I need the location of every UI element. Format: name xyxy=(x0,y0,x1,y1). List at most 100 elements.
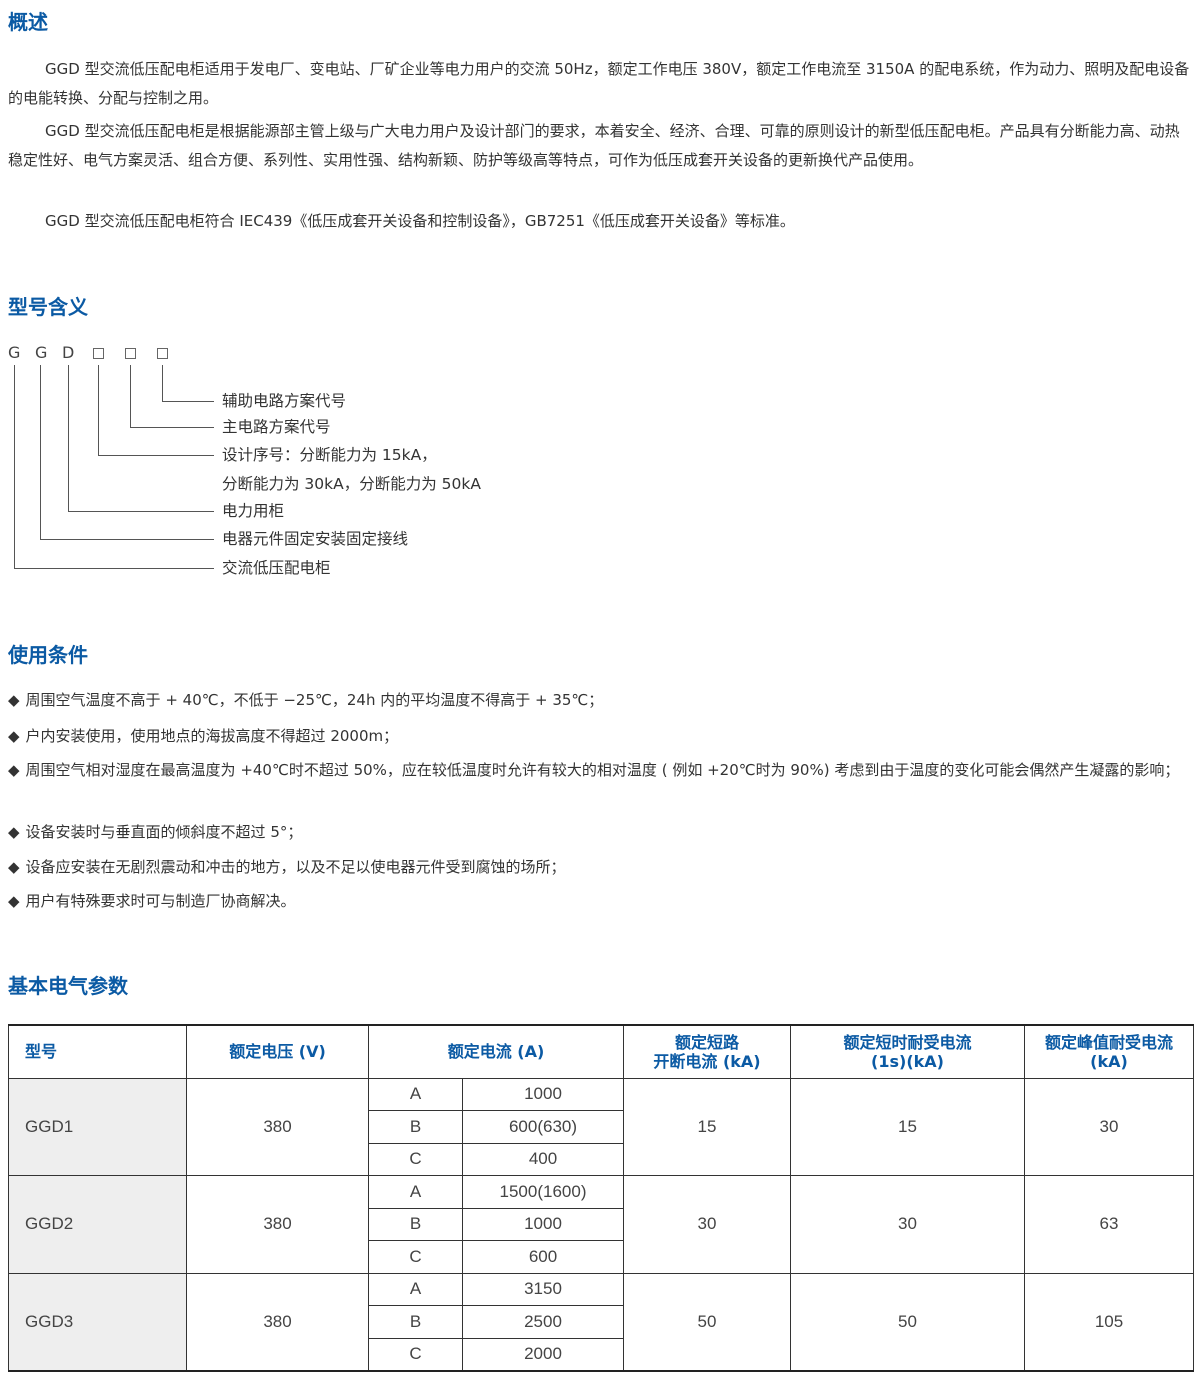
cell-current: 600(630) xyxy=(462,1110,624,1144)
connector-hline-design xyxy=(98,455,214,456)
cell-current: 1000 xyxy=(462,1207,624,1241)
overview-paragraph-2: GGD 型交流低压配电柜是根据能源部主管上级与广大电力用户及设计部门的要求，本着… xyxy=(8,122,1180,169)
cell-peak: 63 xyxy=(1024,1175,1194,1274)
cell-grade: A xyxy=(368,1077,463,1111)
header-rated-current: 额定电流 (A) xyxy=(368,1024,624,1079)
connector-vline-design xyxy=(98,365,99,455)
cell-current: 2000 xyxy=(462,1337,624,1372)
header-model: 型号 xyxy=(8,1024,187,1079)
bullet-diamond-icon: ◆ xyxy=(8,691,20,709)
condition-text: 设备应安装在无剧烈震动和冲击的地方，以及不足以使电器元件受到腐蚀的场所； xyxy=(25,858,566,876)
cell-grade: B xyxy=(368,1305,463,1339)
condition-item: ◆设备安装时与垂直面的倾斜度不超过 5°； xyxy=(8,818,1194,846)
table-row: C 600 xyxy=(9,1240,1194,1274)
cell-model: GGD2 xyxy=(8,1175,187,1274)
bullet-diamond-icon: ◆ xyxy=(8,761,20,779)
cell-current: 2500 xyxy=(462,1305,624,1339)
label-aux-circuit: 辅助电路方案代号 xyxy=(222,392,347,410)
model-meaning-heading: 型号含义 xyxy=(8,295,88,319)
bullet-diamond-icon: ◆ xyxy=(8,823,20,841)
cell-short-time: 30 xyxy=(790,1175,1025,1274)
bullet-diamond-icon: ◆ xyxy=(8,858,20,876)
condition-text: 用户有特殊要求时可与制造厂协商解决。 xyxy=(25,892,296,910)
bullet-diamond-icon: ◆ xyxy=(8,727,20,745)
condition-text: 户内安装使用，使用地点的海拔高度不得超过 2000m； xyxy=(25,727,399,745)
conditions-heading: 使用条件 xyxy=(8,643,88,667)
header-rated-voltage: 额定电压 (V) xyxy=(186,1024,369,1079)
condition-text: 周围空气相对湿度在最高温度为 +40℃时不超过 50%，应在较低温度时允许有较大… xyxy=(25,761,1180,779)
connector-vline-aux xyxy=(162,365,163,401)
cell-current: 1500(1600) xyxy=(462,1175,624,1209)
cell-peak: 105 xyxy=(1024,1272,1194,1372)
overview-heading: 概述 xyxy=(8,10,48,34)
overview-paragraph-1: GGD 型交流低压配电柜适用于发电厂、变电站、厂矿企业等电力用户的交流 50Hz… xyxy=(8,60,1190,107)
header-short-time-withstand: 额定短时耐受电流 (1s)(kA) xyxy=(790,1024,1025,1079)
label-power-cabinet: 电力用柜 xyxy=(222,502,285,520)
cell-short-time: 15 xyxy=(790,1077,1025,1176)
connector-hline-main xyxy=(130,427,214,428)
condition-item: ◆ 户内安装使用，使用地点的海拔高度不得超过 2000m； xyxy=(8,722,1194,750)
label-main-circuit: 主电路方案代号 xyxy=(222,418,331,436)
cell-grade: A xyxy=(368,1272,463,1306)
label-breaking-capacity: 分断能力为 30kA，分断能力为 50kA xyxy=(222,475,481,493)
header-peak-line2: (kA) xyxy=(1090,1051,1128,1071)
code-letter-g2: G xyxy=(35,343,48,362)
table-row: GGD3 380 A 3150 50 50 105 xyxy=(8,1272,1194,1372)
code-placeholder-box-2 xyxy=(125,348,136,359)
table-header-row: 型号 额定电压 (V) 额定电流 (A) 额定短路 开断电流 (kA) 额定短时… xyxy=(8,1024,1194,1079)
connector-hline-aux xyxy=(162,401,214,402)
cell-peak: 30 xyxy=(1024,1077,1194,1176)
header-short-time-line2: (1s)(kA) xyxy=(871,1051,944,1071)
cell-voltage: 380 xyxy=(186,1272,369,1372)
condition-item: ◆ 用户有特殊要求时可与制造厂协商解决。 xyxy=(8,887,1194,915)
table-row: C 400 xyxy=(9,1142,1194,1176)
cell-grade: C xyxy=(368,1337,463,1372)
table-row: GGD2 380 A 1500(1600) 30 30 63 xyxy=(8,1175,1194,1274)
overview-paragraph-3: GGD 型交流低压配电柜符合 IEC439《低压成套开关设备和控制设备》，GB7… xyxy=(45,212,795,230)
label-design-number: 设计序号：分断能力为 15kA， xyxy=(222,446,437,464)
cell-breaking: 15 xyxy=(623,1077,791,1176)
connector-hline-d xyxy=(68,511,214,512)
table-row: C 2000 xyxy=(9,1337,1194,1372)
cell-current: 1000 xyxy=(462,1077,624,1111)
connector-vline-g1 xyxy=(14,365,15,568)
connector-hline-g1 xyxy=(14,568,214,569)
params-heading: 基本电气参数 xyxy=(8,974,128,998)
cell-model: GGD3 xyxy=(8,1272,187,1372)
cell-current: 400 xyxy=(462,1142,624,1176)
cell-current: 3150 xyxy=(462,1272,624,1306)
condition-item: ◆ 周围空气相对湿度在最高温度为 +40℃时不超过 50%，应在较低温度时允许有较… xyxy=(8,756,1194,784)
cell-short-time: 50 xyxy=(790,1272,1025,1372)
cell-voltage: 380 xyxy=(186,1077,369,1176)
bullet-diamond-icon: ◆ xyxy=(8,892,20,910)
cell-breaking: 30 xyxy=(623,1175,791,1274)
header-peak-line1: 额定峰值耐受电流 xyxy=(1044,1032,1173,1052)
cell-current: 600 xyxy=(462,1240,624,1274)
label-ac-lv-cabinet: 交流低压配电柜 xyxy=(222,559,331,577)
code-letter-g1: G xyxy=(8,343,21,362)
code-letter-d: D xyxy=(62,343,75,362)
connector-vline-main xyxy=(130,365,131,427)
condition-item: ◆ 设备应安装在无剧烈震动和冲击的地方，以及不足以使电器元件受到腐蚀的场所； xyxy=(8,853,1194,881)
cell-grade: A xyxy=(368,1175,463,1209)
electrical-params-table: 型号 额定电压 (V) 额定电流 (A) 额定短路 开断电流 (kA) 额定短时… xyxy=(8,1024,1194,1372)
table-row: B 1000 xyxy=(9,1207,1194,1241)
code-placeholder-box-1 xyxy=(93,348,104,359)
cell-grade: B xyxy=(368,1110,463,1144)
header-peak-withstand: 额定峰值耐受电流 (kA) xyxy=(1024,1024,1194,1079)
cell-grade: B xyxy=(368,1207,463,1241)
table-row: B 2500 xyxy=(9,1305,1194,1339)
cell-grade: C xyxy=(368,1142,463,1176)
header-breaking-line1: 额定短路 xyxy=(674,1032,739,1052)
condition-item: ◆ 周围空气温度不高于 + 40℃，不低于 −25℃，24h 内的平均温度不得高于… xyxy=(8,686,1194,714)
condition-text: 周围空气温度不高于 + 40℃，不低于 −25℃，24h 内的平均温度不得高于 … xyxy=(25,691,604,709)
connector-hline-g2 xyxy=(40,539,214,540)
connector-vline-d xyxy=(68,365,69,511)
code-placeholder-box-3 xyxy=(157,348,168,359)
cell-voltage: 380 xyxy=(186,1175,369,1274)
table-row: GGD1 380 A 1000 15 15 30 xyxy=(8,1077,1194,1176)
header-breaking-line2: 开断电流 (kA) xyxy=(653,1051,761,1071)
label-fixed-installation: 电器元件固定安装固定接线 xyxy=(222,530,409,548)
cell-grade: C xyxy=(368,1240,463,1274)
cell-breaking: 50 xyxy=(623,1272,791,1372)
